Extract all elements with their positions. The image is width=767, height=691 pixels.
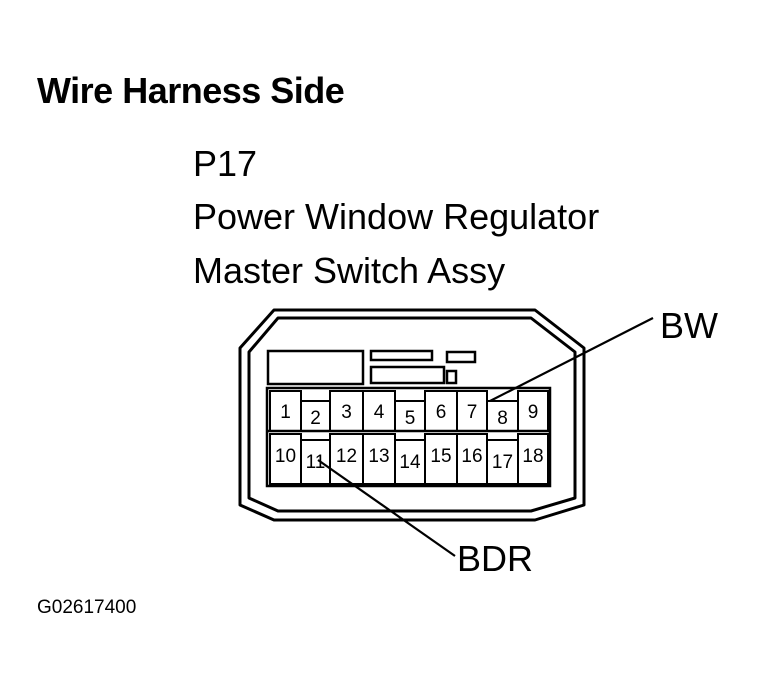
pin-number: 17	[492, 452, 513, 473]
pin-number: 7	[467, 402, 478, 423]
pin-number: 8	[497, 408, 508, 429]
pin-number: 10	[275, 446, 296, 467]
pin-number: 5	[405, 408, 416, 429]
leader-line-bw	[489, 317, 654, 402]
figure-code: G02617400	[37, 597, 137, 618]
pin-number: 14	[399, 452, 421, 473]
connector-inner-shell	[247, 316, 577, 513]
pin-number: 15	[430, 446, 451, 467]
pin-number: 16	[461, 446, 482, 467]
pin-number: 13	[368, 446, 389, 467]
pin-grid-frame	[265, 386, 552, 488]
key-tab-small	[445, 350, 477, 364]
key-slot-middle	[369, 365, 446, 385]
connector-code: P17	[193, 143, 258, 184]
pin-number: 4	[374, 402, 385, 423]
pin-cavity-row2	[517, 433, 549, 485]
connector-name-line2: Master Switch Assy	[193, 250, 506, 291]
pin-number: 18	[522, 446, 543, 467]
diagram-heading: Wire Harness Side	[37, 70, 345, 111]
callout-bdr: BDR	[457, 538, 534, 579]
key-slot-large	[266, 349, 365, 386]
pin-number: 6	[436, 402, 447, 423]
pin-number: 12	[336, 446, 357, 467]
key-tab-tiny	[445, 369, 458, 385]
connector-outer-shell	[238, 308, 586, 522]
callout-bw: BW	[660, 305, 718, 346]
leader-line-bdr	[317, 459, 456, 557]
pin-number: 2	[310, 408, 321, 429]
pin-cavity-row1	[517, 390, 549, 432]
pin-number: 3	[341, 402, 352, 423]
connector-name-line1: Power Window Regulator	[193, 196, 600, 237]
pin-number: 9	[528, 402, 539, 423]
key-slot-top	[369, 349, 434, 362]
pin-number: 1	[280, 402, 291, 423]
pin-number: 11	[306, 452, 326, 473]
